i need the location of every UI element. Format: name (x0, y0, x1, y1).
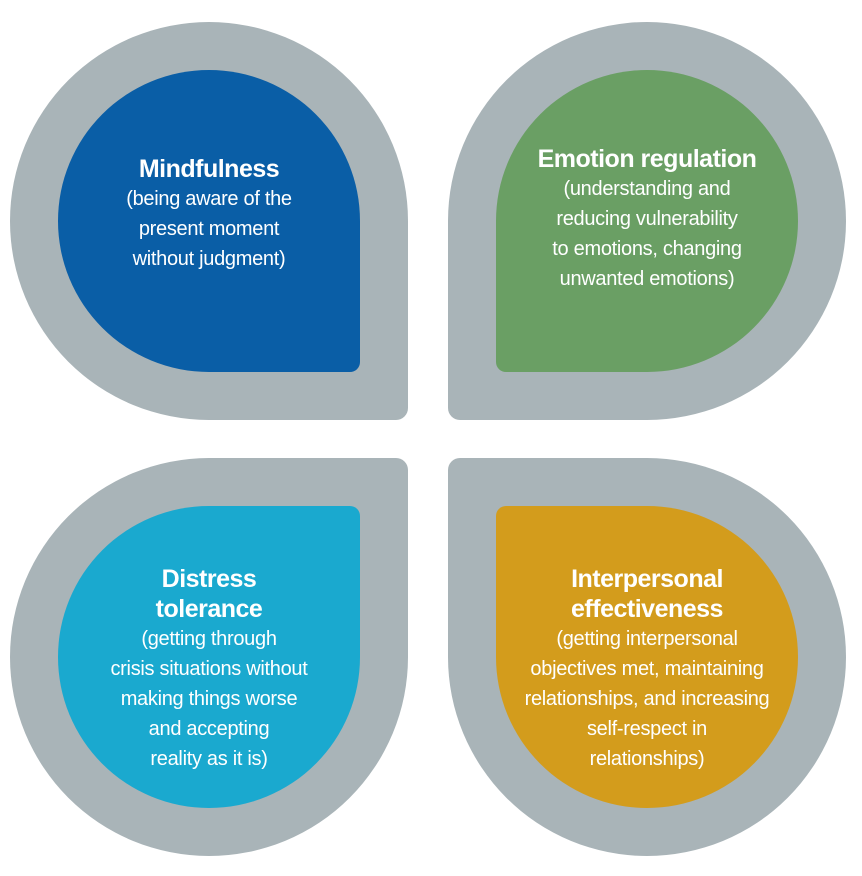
distress-tolerance-title: Distress tolerance (155, 565, 263, 623)
mindfulness-petal: Mindfulness (being aware of the present … (10, 22, 408, 420)
mindfulness-title: Mindfulness (138, 155, 280, 183)
mindfulness-description: (being aware of the present moment witho… (126, 188, 292, 270)
emotion-regulation-petal: Emotion regulation (understanding and re… (448, 22, 846, 420)
interpersonal-effectiveness-core: Interpersonal effectiveness (getting int… (496, 506, 798, 808)
interpersonal-effectiveness-description: (getting interpersonal objectives met, m… (524, 628, 770, 770)
distress-tolerance-petal: Distress tolerance (getting through cris… (10, 458, 408, 856)
interpersonal-effectiveness-petal: Interpersonal effectiveness (getting int… (448, 458, 846, 856)
distress-tolerance-description: (getting through crisis situations witho… (110, 628, 308, 770)
interpersonal-effectiveness-title: Interpersonal effectiveness (571, 565, 723, 623)
mindfulness-core: Mindfulness (being aware of the present … (58, 70, 360, 372)
emotion-regulation-description: (understanding and reducing vulnerabilit… (552, 178, 742, 290)
emotion-regulation-core: Emotion regulation (understanding and re… (496, 70, 798, 372)
emotion-regulation-title: Emotion regulation (537, 145, 757, 173)
distress-tolerance-core: Distress tolerance (getting through cris… (58, 506, 360, 808)
